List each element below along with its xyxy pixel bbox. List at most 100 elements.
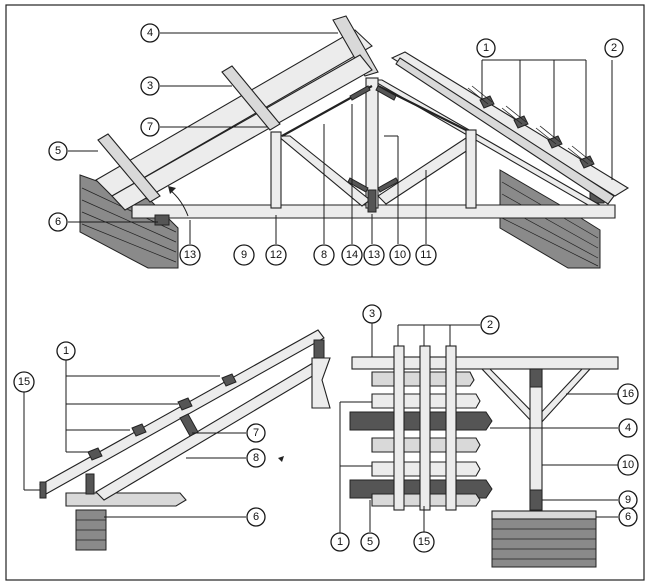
bl-small-mark [278,456,284,462]
svg-text:4: 4 [147,27,153,39]
bl-fascia [39,481,47,499]
svg-text:10: 10 [394,249,406,261]
svg-text:15: 15 [18,376,30,388]
svg-text:5: 5 [367,536,373,548]
left-purlin [221,65,281,131]
right-rafter-lower [395,57,615,205]
bl-batten-1 [87,447,103,461]
right-roof-battens [467,85,595,169]
svg-text:2: 2 [611,42,617,54]
callout-br-2: 2 [480,315,500,335]
callout-top-9: 9 [233,244,255,266]
callout-top-14: 14 [341,244,363,266]
br-post-cap [529,368,543,388]
svg-text:1: 1 [63,345,69,357]
callout-top-1: 1 [476,38,496,58]
callout-top-7: 7 [140,117,160,137]
svg-text:14: 14 [346,249,358,261]
bottom-left-leader-lines [23,360,246,518]
svg-text:7: 7 [147,121,153,133]
ridge-metal-plate-left [349,85,371,101]
bottom-right-leader-lines [339,323,618,540]
callout-br-16: 16 [617,383,639,405]
svg-text:9: 9 [625,494,631,506]
svg-text:7: 7 [253,427,259,439]
left-rafter [95,29,373,197]
svg-text:9: 9 [241,249,247,261]
callout-br-15: 15 [413,531,435,553]
svg-text:16: 16 [622,388,634,400]
callout-top-13a: 13 [179,244,201,266]
callout-top-10: 10 [389,244,411,266]
callout-top-2: 2 [604,38,624,58]
br-wall-plate [491,510,597,520]
svg-text:2: 2 [487,319,493,331]
callout-top-13b: 13 [363,244,385,266]
bl-tie-beam [65,492,187,507]
ridge-board [332,15,379,77]
svg-text:11: 11 [420,249,431,261]
callout-top-3: 3 [140,76,160,96]
callout-br-3: 3 [362,304,382,324]
callout-br-9: 9 [618,490,638,510]
svg-text:13: 13 [184,249,196,261]
left-wall-plate [154,214,170,226]
bl-ridge-block [313,339,325,359]
callout-top-4: 4 [140,23,160,43]
svg-text:4: 4 [625,422,631,434]
br-brick-wall [491,518,597,568]
callout-top-6: 6 [48,212,68,232]
top-arrow-13-head [168,186,176,194]
bl-batten-3 [177,397,193,411]
left-top-chord [111,54,373,211]
bottom-left-rafter-section [39,329,331,551]
callout-bl-6: 6 [246,507,266,527]
svg-text:6: 6 [55,216,61,228]
callout-br-4: 4 [618,418,638,438]
callout-bl-1: 1 [56,341,76,361]
bl-eave-block [85,473,95,495]
svg-text:13: 13 [368,249,380,261]
left-eave-purlin [97,133,161,203]
svg-text:15: 15 [418,536,430,548]
bottom-right-section [349,345,619,568]
callout-top-5: 5 [48,141,68,161]
bl-rafter [39,329,325,495]
svg-text:6: 6 [253,511,259,523]
svg-text:3: 3 [147,80,153,92]
callout-bl-7: 7 [246,423,266,443]
svg-text:8: 8 [321,249,327,261]
svg-text:1: 1 [337,536,343,548]
bottom-metal-strap [367,189,377,213]
top-leader-lines [68,32,613,244]
callout-top-12: 12 [265,244,287,266]
br-vertical-1 [393,345,405,511]
svg-text:5: 5 [55,145,61,157]
figure-frame [5,4,645,581]
svg-text:6: 6 [625,511,631,523]
bl-batten-2 [131,423,147,437]
ridge-metal-plate-right [375,85,397,101]
bottom-metal-plate-left [347,177,369,193]
br-top-beam [351,356,619,370]
svg-text:3: 3 [369,308,375,320]
callout-br-5: 5 [360,532,380,552]
callout-bl-8: 8 [246,448,266,468]
right-brace [377,85,471,133]
bl-top-bracket [311,357,331,409]
svg-text:10: 10 [622,459,634,471]
callout-br-6: 6 [618,507,638,527]
br-vertical-3 [445,345,457,511]
top-roof-truss [79,15,630,269]
callout-br-10: 10 [617,454,639,476]
svg-text:12: 12 [270,249,282,261]
bl-batten-4 [221,373,237,387]
br-vertical-2 [419,345,431,511]
right-queen-post [465,129,477,209]
bl-lower-rafter [95,359,327,501]
callout-top-8: 8 [313,244,335,266]
left-queen-post [270,131,282,209]
bl-strut [179,413,199,437]
callout-top-11: 11 [415,244,437,266]
